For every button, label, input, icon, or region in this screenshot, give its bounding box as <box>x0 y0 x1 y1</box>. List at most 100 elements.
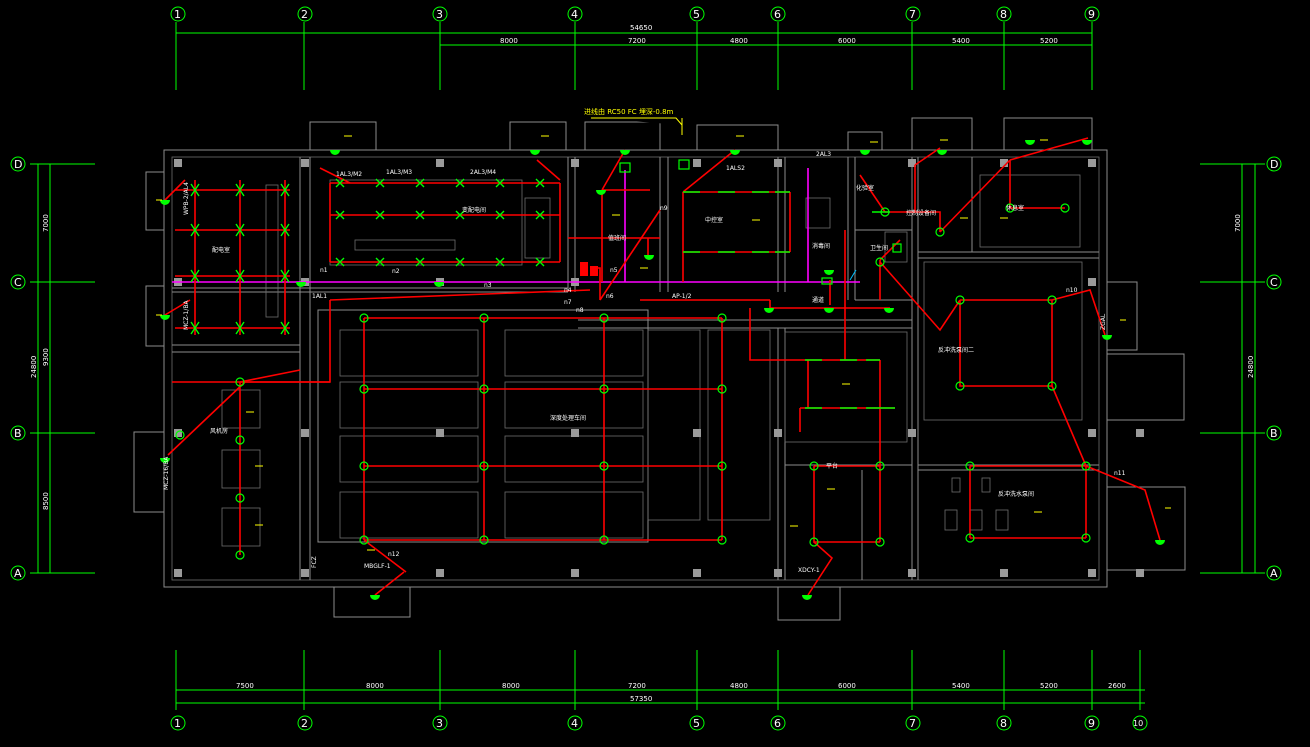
top-dimension-lines <box>175 22 1093 90</box>
top-seg-2: 7200 <box>628 37 646 45</box>
bottom-axis-2: 2 <box>301 717 308 730</box>
right-dimension-lines <box>1200 163 1265 574</box>
room-label-fan: 风机房 <box>210 427 228 435</box>
panel-label-12: XDCY-1 <box>798 567 820 574</box>
room-label-disinfection: 消毒间 <box>812 242 830 250</box>
bottom-axis-3: 3 <box>436 717 443 730</box>
room-label-backwash2: 反冲洗泵间二 <box>938 346 974 354</box>
top-axis-4: 4 <box>571 8 578 21</box>
room-label-advanced: 深度处理车间 <box>550 414 586 422</box>
circuit-tag-n9: n9 <box>660 205 668 212</box>
room-label-rest: 休息室 <box>1006 204 1024 212</box>
bottom-axis-bubbles <box>170 715 1148 731</box>
bottom-axis-9: 9 <box>1088 717 1095 730</box>
top-axis-5: 5 <box>693 8 700 21</box>
room-label-control: 中控室 <box>705 216 723 224</box>
bottom-axis-6: 6 <box>774 717 781 730</box>
circuit-tag-n5: n5 <box>610 267 618 274</box>
bottom-seg-3: 8000 <box>502 682 520 690</box>
room-label-lab: 化验室 <box>856 184 874 192</box>
building-walls <box>133 117 1186 621</box>
bottom-axis-7: 7 <box>909 717 916 730</box>
bottom-axis-5: 5 <box>693 717 700 730</box>
right-axis-C: C <box>1270 276 1278 289</box>
room-label-platform: 平台 <box>826 462 838 470</box>
left-seg-3: 8500 <box>42 492 50 510</box>
left-axis-A: A <box>14 567 22 580</box>
bottom-seg-6: 6000 <box>838 682 856 690</box>
circuit-tag-n6: n6 <box>606 293 614 300</box>
bottom-axis-1: 1 <box>174 717 181 730</box>
room-label-distribution: 配电室 <box>212 246 230 254</box>
incoming-cable-note: 进线由 RC50 FC 埋深-0.8m <box>584 107 674 116</box>
panel-label-9: MCZ-1/BA <box>183 300 190 330</box>
panel-label-6: 2AL3 <box>816 151 831 158</box>
bottom-seg-1: 7500 <box>236 682 254 690</box>
top-axis-6: 6 <box>774 8 781 21</box>
panel-label-4: 2AL3/M4 <box>470 169 496 176</box>
circuit-tag-n11: n11 <box>1114 470 1126 477</box>
right-axis-bubbles <box>1266 156 1282 581</box>
left-axis-C: C <box>14 276 22 289</box>
fixture-markers <box>160 140 1165 600</box>
bottom-seg-2: 8000 <box>366 682 384 690</box>
bottom-seg-4: 7200 <box>628 682 646 690</box>
top-seg-1: 8000 <box>500 37 518 45</box>
bottom-seg-8: 5200 <box>1040 682 1058 690</box>
bottom-total-dim: 57350 <box>630 695 652 703</box>
right-axis-D: D <box>1270 158 1278 171</box>
circuit-tag-n3: n3 <box>484 282 492 289</box>
bottom-axis-10: 10 <box>1133 719 1143 728</box>
panel-label-7: AP-1/2 <box>672 293 692 300</box>
top-axis-8: 8 <box>1000 8 1007 21</box>
left-axis-D: D <box>14 158 22 171</box>
left-seg-2: 9300 <box>42 348 50 366</box>
top-seg-5: 5400 <box>952 37 970 45</box>
bottom-seg-5: 4800 <box>730 682 748 690</box>
bottom-axis-8: 8 <box>1000 717 1007 730</box>
panel-label-5: 1ALS2 <box>726 165 745 172</box>
room-label-corridor: 通道 <box>812 296 824 304</box>
panel-label-1: WPB-2/AL4 <box>183 182 190 215</box>
bottom-axis-4: 4 <box>571 717 578 730</box>
panel-label-10: MCZ-16/BA <box>163 456 170 490</box>
room-label-toilet: 卫生间 <box>870 244 888 252</box>
panel-label-13: ZGAL <box>1100 313 1107 330</box>
panel-label-8: 1AL1 <box>312 293 327 300</box>
left-axis-B: B <box>14 427 22 440</box>
structural-columns <box>174 159 1144 577</box>
left-total-dim: 24800 <box>30 356 38 378</box>
top-total-dim: 54650 <box>630 24 652 32</box>
top-seg-4: 6000 <box>838 37 856 45</box>
top-axis-7: 7 <box>909 8 916 21</box>
circuit-tag-n1: n1 <box>320 267 328 274</box>
bottom-seg-7: 5400 <box>952 682 970 690</box>
top-seg-6: 5200 <box>1040 37 1058 45</box>
top-axis-9: 9 <box>1088 8 1095 21</box>
right-total-dim: 24800 <box>1247 356 1255 378</box>
left-axis-bubbles <box>10 156 26 581</box>
room-label-backwash-pump: 反冲洗水泵间 <box>998 490 1034 498</box>
room-label-control-equipment: 控制设备间 <box>906 209 936 217</box>
circuit-tag-n4: n4 <box>564 287 572 294</box>
circuit-tag-n12: n12 <box>388 551 400 558</box>
top-axis-3: 3 <box>436 8 443 21</box>
panel-label-14: FCZ <box>311 556 318 568</box>
panel-label-11: MBGLF-1 <box>364 563 391 570</box>
top-axis-1: 1 <box>174 8 181 21</box>
top-axis-2: 2 <box>301 8 308 21</box>
right-axis-B: B <box>1270 427 1278 440</box>
right-axis-A: A <box>1270 567 1278 580</box>
top-seg-3: 4800 <box>730 37 748 45</box>
panel-label-3: 1AL3/M3 <box>386 169 412 176</box>
circuit-tag-n7: n7 <box>564 299 572 306</box>
circuit-tag-n8: n8 <box>576 307 584 314</box>
left-dimension-lines <box>30 163 95 574</box>
right-seg-1: 7000 <box>1234 214 1242 232</box>
bottom-seg-9: 2600 <box>1108 682 1126 690</box>
room-label-transformer: 变配电间 <box>462 206 486 214</box>
bottom-dimension-lines <box>175 650 1145 710</box>
room-label-duty: 值班间 <box>608 234 626 242</box>
circuit-tag-n2: n2 <box>392 268 400 275</box>
